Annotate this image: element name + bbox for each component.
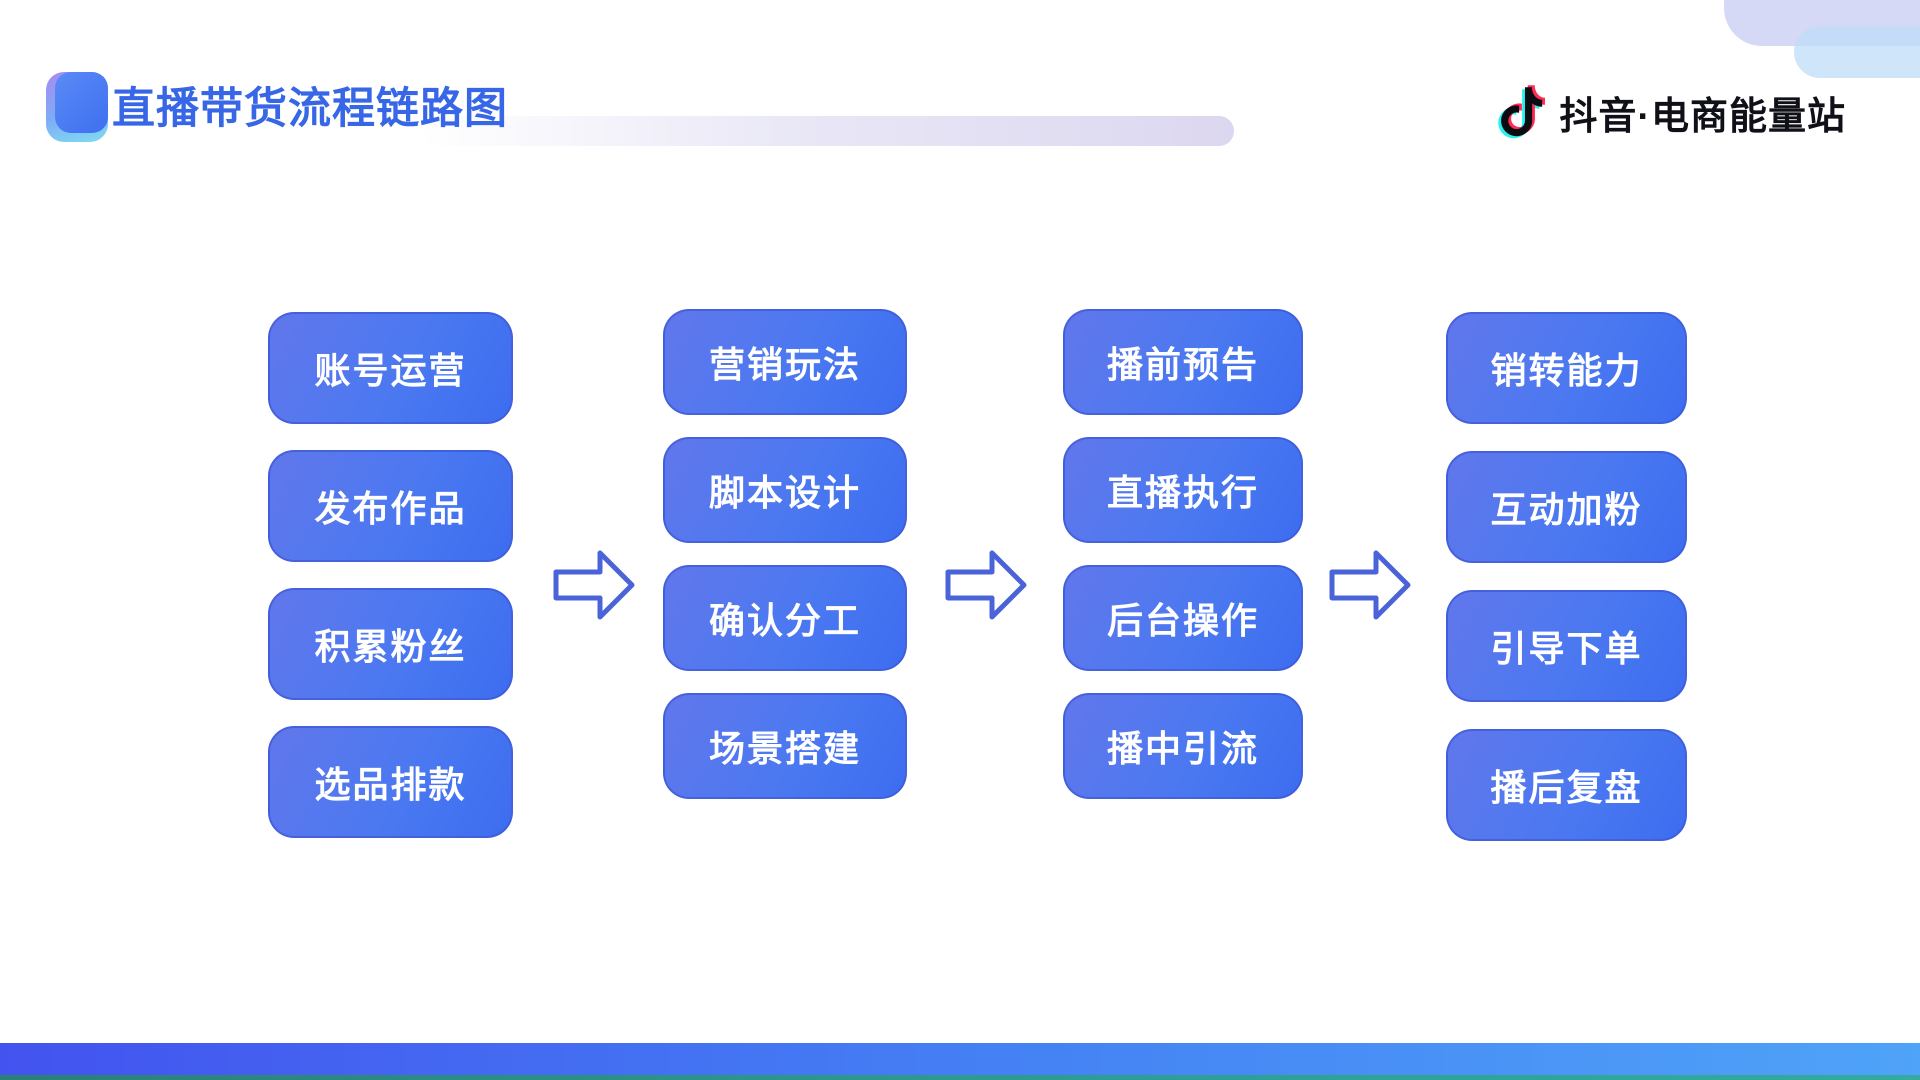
title-badge-front-layer: [55, 72, 108, 133]
flow-box: 发布作品: [268, 450, 513, 562]
flow-box: 确认分工: [663, 565, 907, 671]
douyin-note-icon: [1498, 85, 1546, 139]
corner-deco-blue: [1794, 26, 1920, 78]
brand-text: 抖音·电商能量站: [1559, 95, 1846, 138]
flow-box: 账号运营: [268, 312, 513, 424]
flow-box: 播前预告: [1063, 309, 1303, 415]
brand-logo: 抖音·电商能量站: [1493, 82, 1846, 142]
flow-box: 后台操作: [1063, 565, 1303, 671]
flow-column-2: 营销玩法脚本设计确认分工场景搭建: [663, 309, 907, 799]
flow-arrow-icon: [553, 550, 635, 620]
flow-box: 直播执行: [1063, 437, 1303, 543]
flow-column-1: 账号运营发布作品积累粉丝选品排款: [268, 312, 513, 838]
flow-column-4: 销转能力互动加粉引导下单播后复盘: [1446, 312, 1687, 841]
corner-deco-lavender: [1724, 0, 1920, 46]
bottom-bar: [0, 1043, 1920, 1080]
flow-arrow-icon: [945, 550, 1027, 620]
bottom-teal-strip: [0, 1075, 1920, 1080]
title-badge-icon: [46, 72, 108, 142]
flow-box: 销转能力: [1446, 312, 1687, 424]
page-title: 直播带货流程链路图: [112, 85, 508, 133]
flow-column-3: 播前预告直播执行后台操作播中引流: [1063, 309, 1303, 799]
flow-arrow-icon: [1329, 550, 1411, 620]
flow-box: 选品排款: [268, 726, 513, 838]
flow-box: 互动加粉: [1446, 451, 1687, 563]
flow-box: 引导下单: [1446, 590, 1687, 702]
flow-box: 积累粉丝: [268, 588, 513, 700]
flow-box: 播后复盘: [1446, 729, 1687, 841]
flow-box: 脚本设计: [663, 437, 907, 543]
flow-box: 播中引流: [1063, 693, 1303, 799]
title-underline-highlight: [420, 116, 1234, 146]
flow-box: 营销玩法: [663, 309, 907, 415]
flow-box: 场景搭建: [663, 693, 907, 799]
